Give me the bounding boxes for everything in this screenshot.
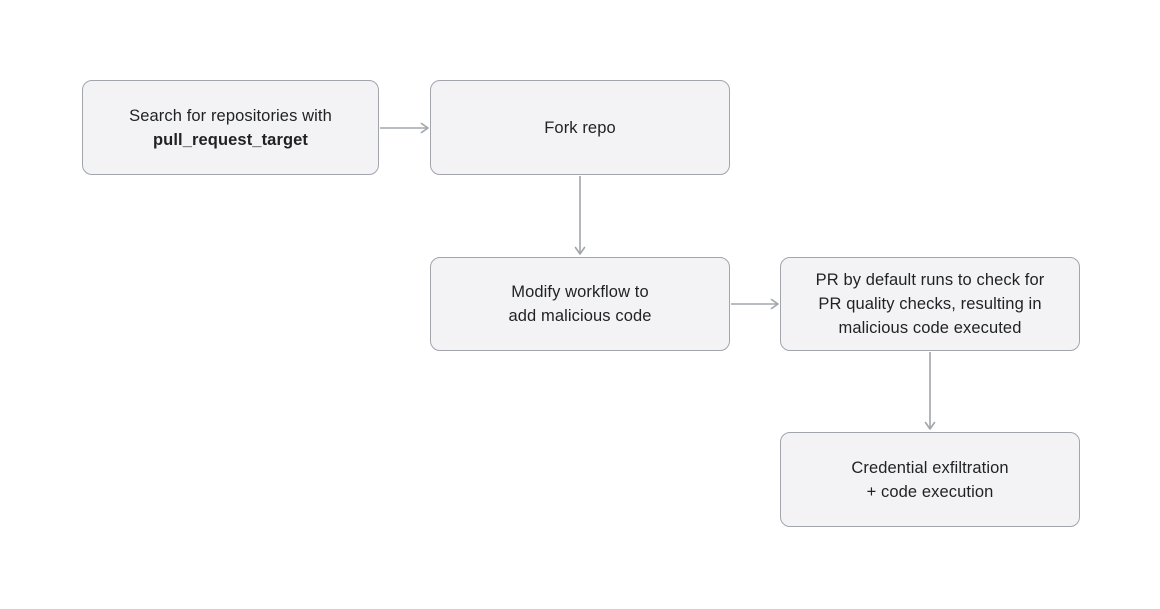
node-text-line: PR quality checks, resulting in bbox=[818, 295, 1042, 313]
node-text-line: Search for repositories with bbox=[129, 106, 332, 125]
node-text-line: PR by default runs to check for bbox=[815, 271, 1045, 289]
node-text-line-bold: pull_request_target bbox=[152, 130, 309, 149]
node-fork-repo: Fork repo bbox=[430, 80, 730, 175]
node-text-line: add malicious code bbox=[508, 307, 652, 325]
node-text-line: Modify workflow to bbox=[511, 283, 649, 301]
node-credential-exfiltration: Credential exfiltration + code execution bbox=[780, 432, 1080, 527]
node-search-repositories: Search for repositories with pull_reques… bbox=[82, 80, 379, 175]
node-text-line: malicious code executed bbox=[838, 319, 1022, 337]
node-text-line: Fork repo bbox=[544, 118, 616, 137]
node-modify-workflow: Modify workflow to add malicious code bbox=[430, 257, 730, 351]
node-pr-default-runs: PR by default runs to check for PR quali… bbox=[780, 257, 1080, 351]
node-text-line: Credential exfiltration bbox=[851, 458, 1009, 477]
node-text-line: + code execution bbox=[866, 482, 994, 501]
